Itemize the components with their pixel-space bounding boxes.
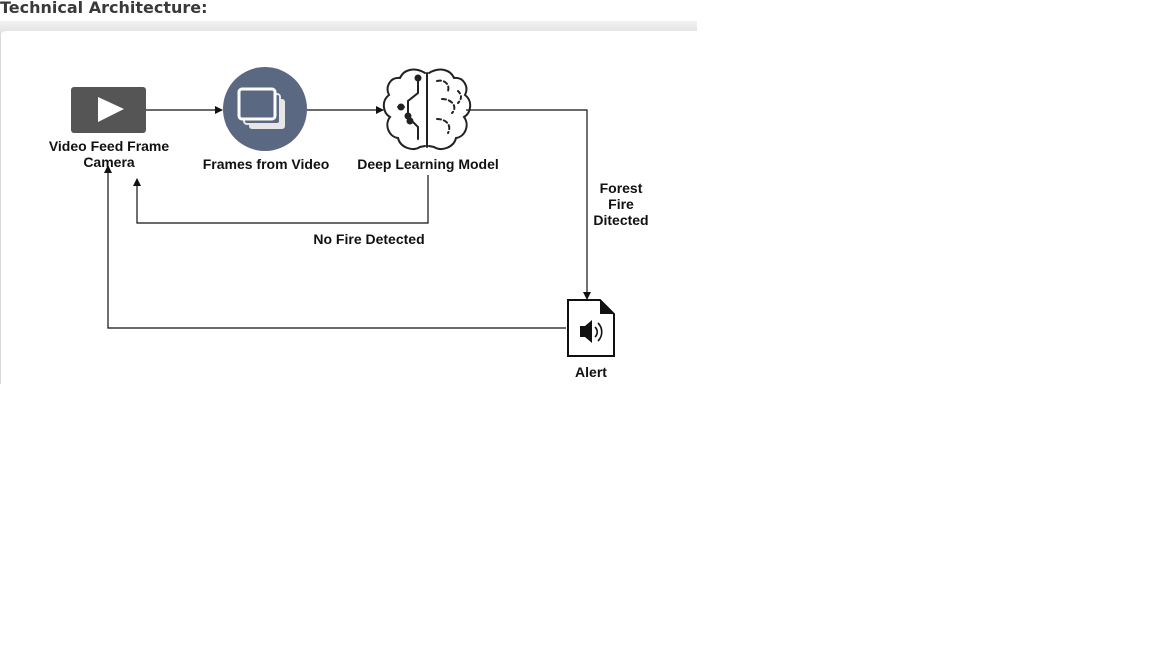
fire-label-line1: Forest — [600, 180, 643, 196]
edge-no-fire-loop — [133, 175, 429, 224]
camera-node: Video Feed Frame Camera — [49, 87, 170, 170]
frames-label: Frames from Video — [203, 156, 330, 172]
alert-node: Alert — [567, 299, 615, 380]
camera-label-line1: Video Feed Frame — [49, 138, 170, 154]
fire-label-line3: Ditected — [593, 212, 648, 228]
architecture-diagram: Video Feed Frame Camera Frames from Vide… — [0, 21, 697, 384]
connectors — [104, 106, 591, 329]
alert-label: Alert — [575, 364, 607, 380]
figure-left-edge — [0, 33, 1, 384]
brain-circuit-icon — [382, 68, 472, 150]
model-node: Deep Learning Model — [357, 68, 499, 172]
diagram-canvas: Video Feed Frame Camera Frames from Vide… — [49, 67, 649, 380]
no-fire-label: No Fire Detected — [313, 231, 424, 247]
audio-file-icon — [567, 299, 615, 357]
frames-node: Frames from Video — [203, 67, 330, 172]
model-label: Deep Learning Model — [357, 156, 499, 172]
figure-top-band — [0, 21, 697, 33]
figure-top-curve — [0, 31, 697, 37]
edge-alert-to-camera — [104, 165, 566, 329]
fire-label-line2: Fire — [608, 196, 634, 212]
camera-label-line2: Camera — [83, 154, 135, 170]
edge-model-to-alert — [466, 109, 591, 300]
page-heading: Technical Architecture: — [0, 0, 208, 17]
